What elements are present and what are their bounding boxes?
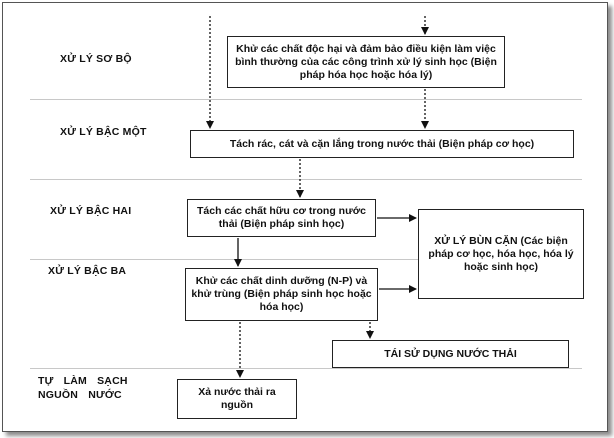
box-water-reuse-text: TÁI SỬ DỤNG NƯỚC THẢI [384,347,517,360]
box-pre-treatment-text: Khử các chất độc hại và đảm bảo điều kiệ… [235,42,497,81]
stage-label-first: XỬ LÝ BẬC MỘT [60,126,147,138]
box-secondary-treatment-text: Tách các chất hữu cơ trong nước thải (Bi… [197,205,366,230]
box-sludge-treatment: XỬ LÝ BÙN CẶN (Các biện pháp cơ học, hóa… [418,209,584,299]
separator-1 [30,99,582,100]
box-sludge-treatment-text: XỬ LÝ BÙN CẶN (Các biện pháp cơ học, hóa… [428,234,574,273]
box-tertiary-treatment-text: Khử các chất dinh dưỡng (N-P) và khử trù… [191,275,372,313]
box-primary-treatment: Tách rác, cát và cặn lắng trong nước thả… [190,130,574,158]
box-primary-treatment-text: Tách rác, cát và cặn lắng trong nước thả… [229,137,535,150]
box-discharge: Xả nước thải ra nguồn [177,379,297,419]
separator-2 [30,179,582,180]
separator-4 [30,368,582,369]
box-pre-treatment: Khử các chất độc hại và đảm bảo điều kiệ… [227,36,505,88]
stage-label-self: TỰ LÀM SẠCH NGUỒN NƯỚC [38,375,128,401]
separator-3 [30,259,582,260]
box-secondary-treatment: Tách các chất hữu cơ trong nước thải (Bi… [187,199,376,237]
box-water-reuse: TÁI SỬ DỤNG NƯỚC THẢI [332,340,569,368]
box-tertiary-treatment: Khử các chất dinh dưỡng (N-P) và khử trù… [185,268,378,321]
box-discharge-text: Xả nước thải ra nguồn [198,386,276,411]
stage-label-second: XỬ LÝ BẬC HAI [50,205,132,217]
stage-label-third: XỬ LÝ BẬC BA [48,265,127,277]
stage-label-pre: XỬ LÝ SƠ BỘ [60,53,132,65]
